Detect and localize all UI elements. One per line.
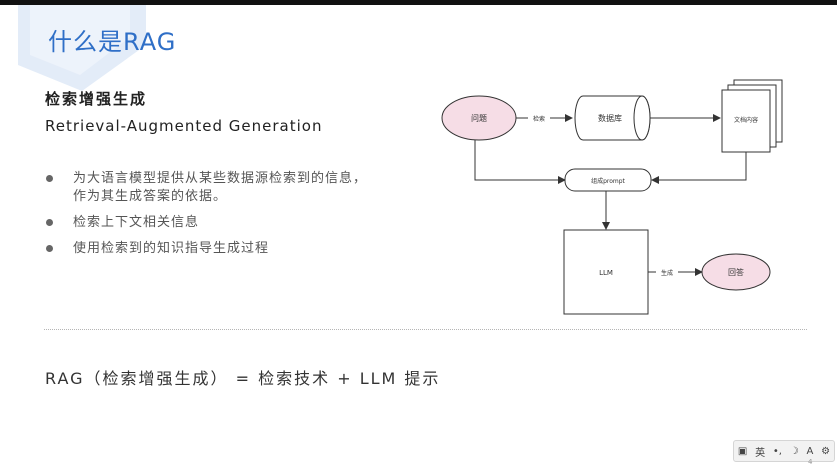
documents-label: 文档内容: [734, 116, 758, 124]
ime-logo-icon[interactable]: ▣: [737, 445, 748, 457]
llm-node: [563, 229, 649, 315]
bullet-item: 使用检索到的知识指导生成过程: [45, 240, 375, 258]
section-divider: [44, 329, 807, 330]
decorative-hexagon: [18, 5, 146, 91]
subtitle-english: Retrieval-Augmented Generation: [45, 117, 323, 135]
retrieve-label: 检索: [533, 115, 545, 123]
answer-node: [701, 253, 771, 291]
bullet-dot-icon: [46, 245, 53, 252]
bullet-item: 检索上下文相关信息: [45, 214, 375, 232]
page-number: 4: [808, 458, 813, 466]
subtitle-chinese: 检索增强生成: [45, 90, 148, 108]
top-bar: [0, 0, 837, 5]
question-to-prompt-arrow: [474, 140, 566, 184]
documents-node: [721, 79, 783, 153]
generate-label: 生成: [661, 269, 673, 277]
bullet-item: 为大语言模型提供从某些数据源检索到的信息，作为其生成答案的依据。: [45, 170, 375, 206]
bullet-dot-icon: [46, 219, 53, 226]
question-label: 问题: [471, 114, 487, 123]
prompt-node: [564, 168, 652, 192]
database-node: [574, 95, 651, 141]
page-title: 什么是RAG: [48, 28, 177, 56]
moon-icon[interactable]: ☽: [789, 445, 799, 457]
font-icon[interactable]: A: [806, 445, 814, 457]
rag-flow-diagram: 问题 检索 数据库 文档内容 组成prompt LLM 生成 回答: [441, 79, 783, 315]
punctuation-icon[interactable]: •,: [772, 445, 782, 457]
docs-to-prompt-arrow: [651, 152, 747, 184]
llm-label: LLM: [599, 269, 613, 277]
bullet-dot-icon: [46, 175, 53, 182]
prompt-label: 组成prompt: [591, 177, 625, 185]
ime-lang-toggle[interactable]: 英: [755, 447, 766, 459]
answer-label: 回答: [728, 267, 744, 277]
settings-icon[interactable]: ⚙: [821, 445, 831, 457]
rag-formula: RAG（检索增强生成） = 检索技术 + LLM 提示: [45, 369, 441, 388]
ime-toolbar[interactable]: ▣ 英 •, ☽ A ⚙: [733, 440, 835, 462]
bullet-list: 为大语言模型提供从某些数据源检索到的信息，作为其生成答案的依据。 检索上下文相关…: [45, 170, 375, 266]
database-label: 数据库: [598, 113, 622, 123]
